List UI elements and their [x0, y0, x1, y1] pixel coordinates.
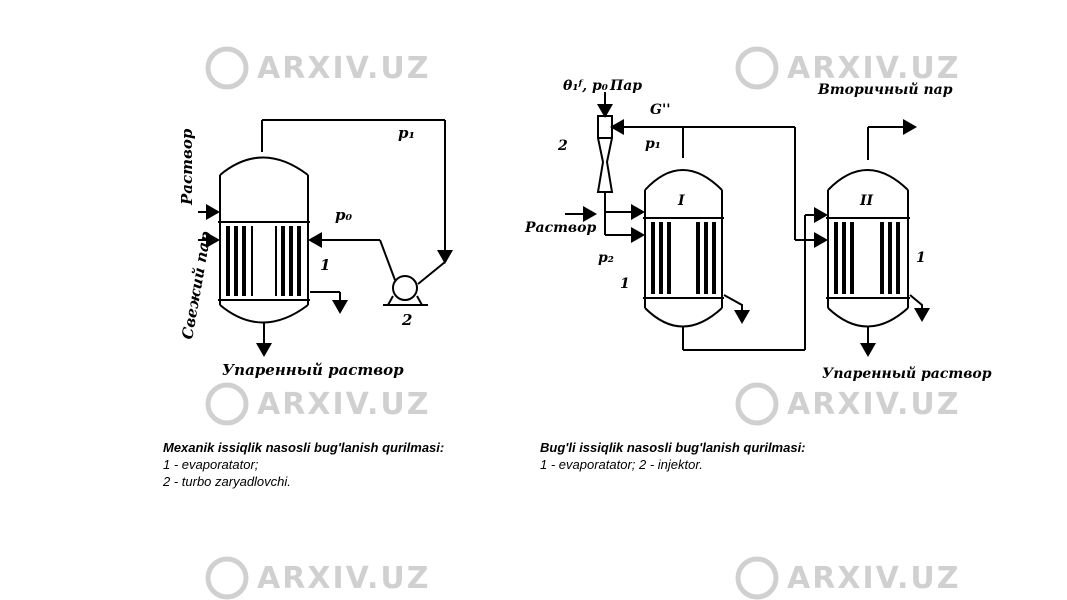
- right-label-injector-num: 2: [557, 138, 568, 154]
- right-label-item1a: 1: [620, 276, 630, 292]
- vessel-2-condensate: [909, 294, 930, 322]
- watermark-logo-icon: [205, 46, 249, 90]
- watermark: ARXIV.UZ: [205, 556, 430, 600]
- right-label-secondary-steam: Вторичный пар: [817, 81, 953, 98]
- turbo-compressor: [383, 275, 428, 306]
- watermark: ARXIV.UZ: [735, 556, 960, 600]
- left-label-item2: 2: [401, 311, 412, 329]
- watermark-text: ARXIV.UZ: [257, 560, 431, 596]
- watermark-text: ARXIV.UZ: [257, 50, 431, 86]
- right-vapor-lines: [610, 119, 828, 248]
- left-evaporator: [218, 156, 310, 324]
- watermark-text: ARXIV.UZ: [257, 386, 431, 422]
- secondary-steam-outlet: [867, 119, 917, 160]
- left-caption-title: Mexanik issiqlik nasosli bug'lanish quri…: [163, 440, 445, 455]
- vessel-2: [826, 169, 910, 328]
- left-label-fresh-steam: Свежий пар: [178, 230, 215, 341]
- right-caption-title: Bug'li issiqlik nasosli bug'lanish quril…: [540, 440, 806, 455]
- left-diagram: [198, 119, 453, 357]
- watermark-text: ARXIV.UZ: [787, 560, 961, 596]
- left-label-item1: 1: [320, 256, 330, 274]
- watermark-text: ARXIV.UZ: [787, 50, 961, 86]
- watermark: ARXIV.UZ: [205, 382, 430, 426]
- right-label-item1b: 1: [916, 250, 926, 266]
- right-label-p1: p₁: [645, 136, 661, 152]
- watermark-logo-icon: [735, 46, 779, 90]
- left-caption-line-2: 2 - turbo zaryadlovchi.: [163, 474, 291, 489]
- left-caption: Mexanik issiqlik nasosli bug'lanish quri…: [163, 439, 483, 490]
- right-label-steam-params: θ₁ᶠ, p₀: [563, 78, 608, 94]
- left-label-p1: p₁: [398, 124, 415, 142]
- left-caption-line-1: 1 - evaporatator;: [163, 457, 259, 472]
- watermark-logo-icon: [735, 382, 779, 426]
- right-label-evaporated-solution: Упаренный раствор: [822, 365, 992, 382]
- watermark-text: ARXIV.UZ: [787, 386, 961, 422]
- right-caption: Bug'li issiqlik nasosli bug'lanish quril…: [540, 439, 940, 473]
- watermark-logo-icon: [205, 556, 249, 600]
- vessel-1: [643, 169, 724, 328]
- left-condensate-line: [310, 291, 348, 314]
- left-heating-steam-line: [308, 232, 396, 281]
- right-label-vessel-1: I: [677, 193, 685, 209]
- watermark: ARXIV.UZ: [205, 46, 430, 90]
- transfer-line: [682, 207, 828, 351]
- right-label-g: G'': [650, 102, 671, 118]
- watermark-logo-icon: [205, 382, 249, 426]
- injector: [596, 92, 614, 235]
- right-label-p2: p₂: [598, 250, 614, 266]
- right-label-steam: Пар: [609, 78, 642, 94]
- right-label-vessel-2: II: [859, 193, 874, 209]
- right-diagram: [565, 92, 930, 357]
- left-label-p0: p₀: [335, 206, 352, 224]
- watermark: ARXIV.UZ: [735, 382, 960, 426]
- left-label-evaporated-solution: Упаренный раствор: [222, 361, 404, 379]
- right-label-solution: Раствор: [524, 220, 596, 236]
- vessel-1-condensate: [723, 294, 750, 324]
- watermark: ARXIV.UZ: [735, 46, 960, 90]
- left-vapor-line: [261, 119, 453, 285]
- watermark-logo-icon: [735, 556, 779, 600]
- left-label-solution: Раствор: [178, 128, 196, 206]
- right-caption-line: 1 - evaporatator; 2 - injektor.: [540, 457, 703, 472]
